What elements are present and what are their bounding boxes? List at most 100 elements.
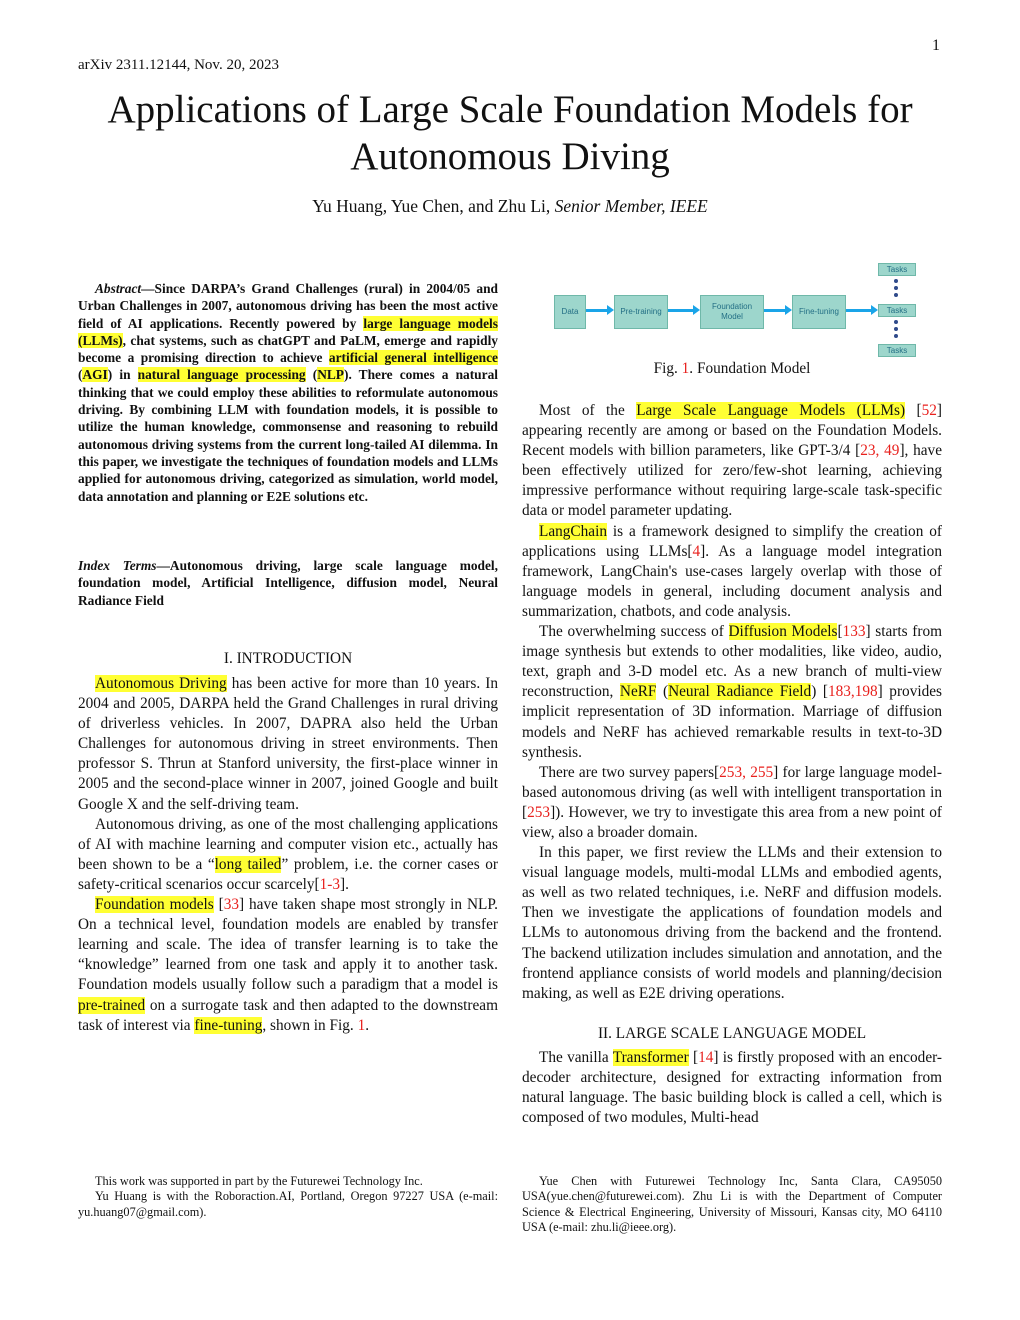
body-text: ]. As a language model integration frame… (522, 542, 942, 620)
figure-number-link[interactable]: 1 (681, 360, 690, 377)
paragraph: Autonomous driving, as one of the most c… (78, 815, 498, 895)
body-text: Most of the (539, 402, 637, 419)
citation-link[interactable]: 23, 49 (860, 442, 900, 460)
abstract-label: Abstract (95, 281, 142, 296)
section-heading-introduction: I. INTRODUCTION (223, 650, 353, 667)
paragraph: Most of the Large Scale Language Models … (522, 401, 942, 522)
figure-foundation-model: Data Pre-training Foundation Model Fine-… (548, 258, 918, 358)
footnote-author-affiliation: Yue Chen with Futurewei Technology Inc, … (522, 1174, 942, 1234)
body-text: There are two survey papers[ (539, 763, 720, 781)
citation-link[interactable]: 1-3 (319, 875, 341, 893)
body-text: [ (688, 1048, 699, 1066)
caption-text: . Foundation Model (689, 360, 811, 377)
highlight-term: fine-tuning (194, 1016, 263, 1034)
author-line: Yu Huang, Yue Chen, and Zhu Li, Senior M… (60, 196, 960, 217)
highlight-term: NLP (317, 367, 344, 383)
citation-link[interactable]: 52 (921, 402, 937, 419)
abstract-paragraph: Abstract—Since DARPA’s Grand Challenges … (78, 280, 498, 505)
highlight-term: Neural Radiance Field (668, 683, 812, 701)
abstract-text: ( (78, 367, 83, 383)
body-text: ] starts from image synthesis but extend… (522, 623, 942, 701)
body-text: [ (905, 402, 922, 419)
citation-link[interactable]: 4 (692, 542, 701, 560)
body-text: ] for large language model-based autonom… (522, 763, 942, 821)
citation-link[interactable]: 133 (842, 623, 866, 641)
paragraph: There are two survey papers[253, 255] fo… (522, 763, 942, 843)
abstract-text: ). There comes a natural thinking that w… (78, 367, 498, 504)
highlight-term: pre-trained (78, 996, 146, 1014)
citation-link[interactable]: 183,198 (827, 683, 878, 701)
index-terms-label: Index Terms (78, 558, 157, 573)
abstract-text: ) in (107, 367, 138, 383)
body-text: Autonomous driving, as one of the most c… (78, 815, 498, 873)
figure-reference-link[interactable]: 1 (357, 1016, 366, 1034)
ellipsis-icon (894, 320, 899, 341)
highlight-term: Autonomous Driving (95, 675, 227, 692)
section-heading-llm: II. LARGE SCALE LANGUAGE MODEL (597, 1024, 867, 1042)
index-terms-paragraph: Index Terms—Autonomous driving, large sc… (78, 557, 498, 609)
foundation-model-box: Foundation Model (700, 295, 764, 329)
paragraph: Foundation models [33] have taken shape … (78, 895, 498, 1036)
author-names: Yu Huang, Yue Chen, and Zhu Li, (312, 196, 551, 216)
finetuning-box: Fine-tuning (792, 295, 846, 329)
tasks-box: Tasks (878, 304, 916, 317)
highlight-term: Large Scale Language Models (LLMs) (636, 402, 906, 419)
paragraph: The overwhelming success of Diffusion Mo… (522, 622, 942, 763)
ellipsis-icon (894, 279, 899, 300)
arrow-icon (846, 305, 878, 315)
body-text: ]. (340, 875, 349, 893)
paragraph: LangChain is a framework designed to sim… (522, 522, 942, 622)
citation-link[interactable]: 253, 255 (719, 763, 774, 781)
body-text: on a surrogate task and then adapted to … (78, 996, 498, 1034)
body-text: The overwhelming success of (539, 623, 729, 641)
right-column-body: Most of the Large Scale Language Models … (522, 401, 942, 1128)
body-text: [ (213, 896, 224, 914)
body-text: ] is firstly proposed with an encoder-de… (522, 1048, 942, 1127)
citation-link[interactable]: 14 (698, 1048, 714, 1066)
body-text: ]). However, we try to investigate this … (522, 803, 942, 841)
arrow-icon (586, 305, 614, 315)
figure-caption: Fig. 1. Foundation Model (522, 360, 942, 378)
tasks-box: Tasks (878, 344, 916, 357)
abstract-text: , chat systems, such as chatGPT and PaLM… (78, 332, 498, 366)
pretraining-box: Pre-training (614, 295, 668, 329)
highlight-term: Transformer (612, 1048, 689, 1066)
highlight-term: Foundation models (95, 896, 214, 914)
body-text: ) [ (811, 683, 828, 701)
arrow-icon (668, 305, 700, 315)
index-terms: Index Terms—Autonomous driving, large sc… (78, 557, 498, 609)
body-text: ( (656, 683, 669, 701)
body-text: ] provides implicit representation of 3D… (522, 683, 942, 761)
highlight-term: AGI (82, 367, 108, 383)
author-role: Senior Member, IEEE (554, 196, 708, 216)
abstract: Abstract—Since DARPA’s Grand Challenges … (78, 280, 498, 505)
paragraph: The vanilla Transformer [14] is firstly … (522, 1048, 942, 1128)
tasks-box: Tasks (878, 263, 916, 276)
body-text: is a framework designed to simplify the … (522, 522, 942, 560)
highlight-term: NeRF (619, 683, 657, 701)
body-text: . (365, 1016, 370, 1034)
paper-title: Applications of Large Scale Foundation M… (107, 88, 913, 178)
highlight-term: long tailed (214, 855, 282, 873)
footnote-left: This work was supported in part by the F… (78, 1174, 498, 1220)
index-terms-text: —Autonomous driving, large scale languag… (78, 558, 498, 608)
body-text: , shown in Fig. (262, 1016, 358, 1034)
highlight-term: LangChain (539, 522, 607, 540)
paragraph: In this paper, we first review the LLMs … (522, 844, 942, 1002)
body-text: [ (837, 623, 843, 641)
highlight-term: natural language processing (137, 367, 306, 383)
body-text: The vanilla (539, 1048, 613, 1066)
footnote-funding: This work was supported in part by the F… (95, 1174, 423, 1188)
body-text: ], have been effectively utilized for ze… (522, 442, 942, 520)
footnote-author-affiliation: Yu Huang is with the Roboraction.AI, Por… (78, 1189, 498, 1219)
caption-text: Fig. (653, 360, 682, 377)
paragraph: Autonomous Driving has been active for m… (78, 674, 498, 815)
data-box: Data (554, 295, 586, 329)
citation-link[interactable]: 33 (223, 896, 240, 914)
footnote-right: Yue Chen with Futurewei Technology Inc, … (522, 1174, 942, 1235)
arrow-icon (764, 305, 792, 315)
body-text: ] have taken shape most strongly in NLP.… (78, 896, 498, 994)
abstract-text: —Since DARPA’s Grand Challenges (rural) … (78, 281, 498, 331)
citation-link[interactable]: 253 (527, 803, 551, 821)
body-text: has been active for more than 10 years. … (78, 675, 498, 813)
